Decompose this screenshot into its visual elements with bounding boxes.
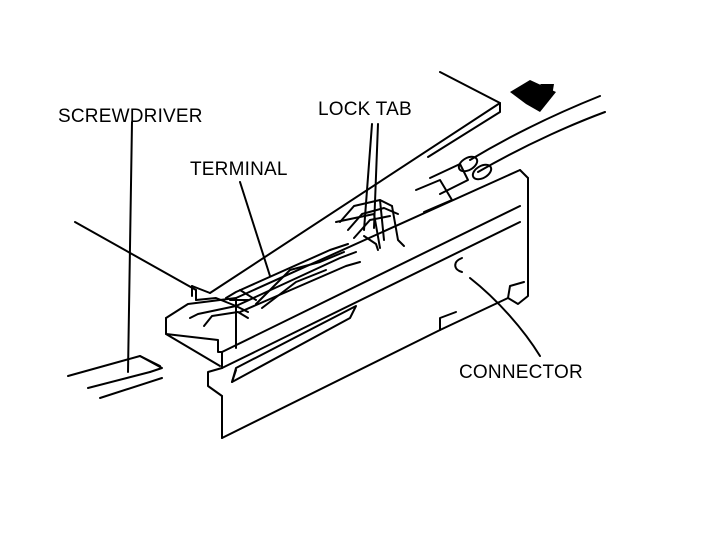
lock-tab xyxy=(339,199,405,251)
screwdriver xyxy=(67,121,163,399)
screwdriver-label: SCREWDRIVER xyxy=(58,106,203,127)
lock-tab-label: LOCK TAB xyxy=(318,99,412,120)
terminal xyxy=(189,213,381,327)
wire-seal xyxy=(415,155,493,213)
connector-body xyxy=(165,169,529,439)
wire-lead xyxy=(469,80,606,173)
terminal-leader xyxy=(239,181,271,277)
connector-label: CONNECTOR xyxy=(459,362,583,383)
leader-lines xyxy=(239,123,541,357)
connector-leader xyxy=(469,277,541,357)
upper-housing xyxy=(74,71,501,301)
lock-tab-leader xyxy=(363,123,373,231)
terminal-label: TERMINAL xyxy=(190,159,288,180)
